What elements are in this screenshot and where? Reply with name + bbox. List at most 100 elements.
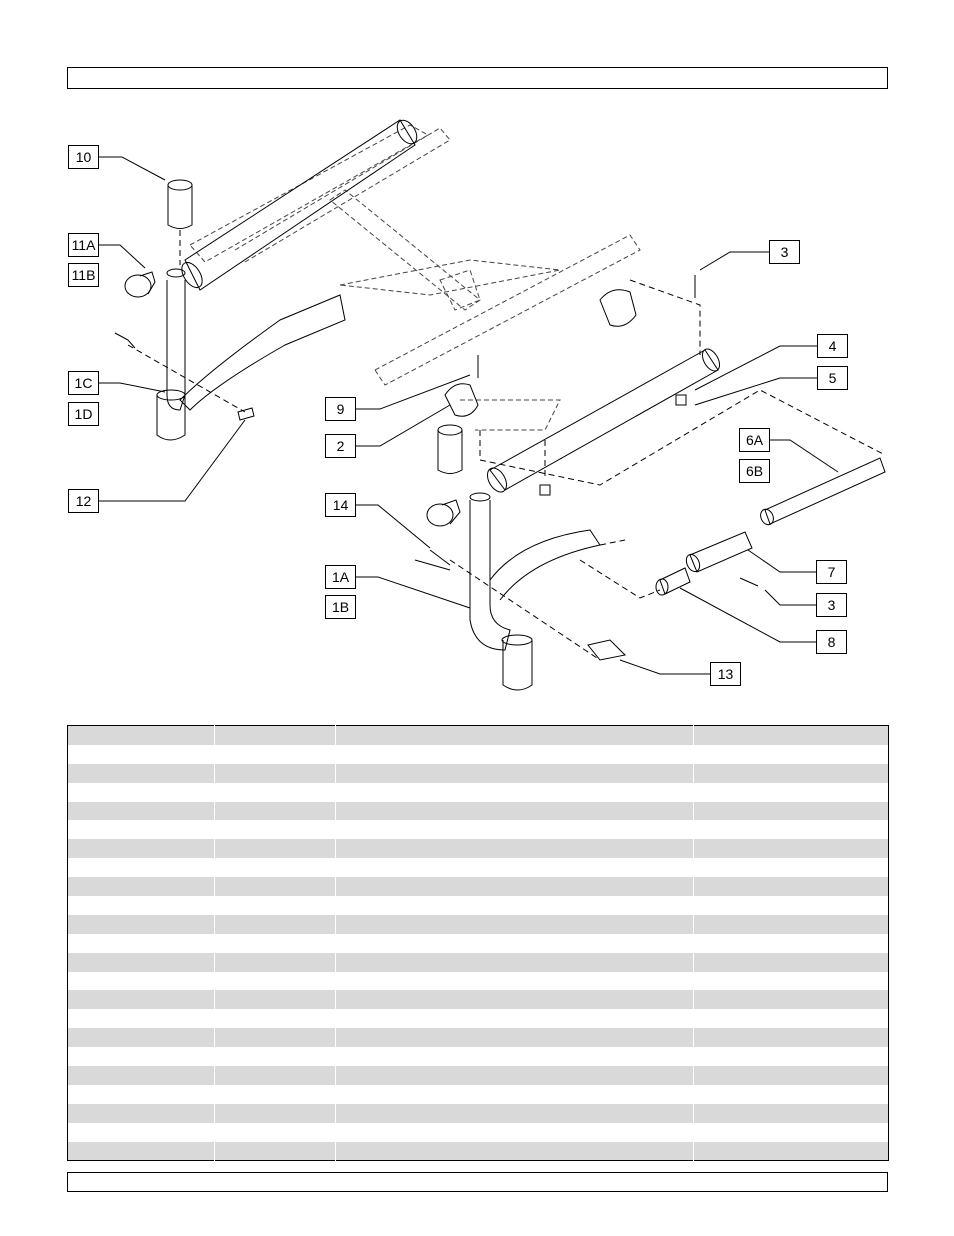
clamp-upper (599, 289, 637, 327)
nut-5 (675, 394, 687, 406)
bolt-3-bottom (739, 577, 759, 587)
bolt-14b (414, 559, 451, 571)
table-cell (693, 1103, 889, 1123)
table-cell (214, 1009, 336, 1029)
table-cell (693, 1009, 889, 1029)
table-cell (693, 1122, 889, 1142)
table-cell (335, 1066, 694, 1085)
callout-2: 2 (325, 434, 356, 458)
table-cell (335, 1028, 694, 1048)
table-cell (335, 820, 694, 840)
arm-socket-cup-right (437, 424, 463, 474)
table-cell (214, 763, 336, 783)
table-row (67, 1084, 889, 1104)
left-post (166, 268, 186, 411)
table-row (67, 896, 889, 915)
table-cell (335, 1047, 694, 1067)
table-cell (693, 763, 889, 783)
table-row (67, 1122, 889, 1142)
table-cell (335, 801, 694, 821)
table-cell (214, 990, 336, 1010)
callout-1c: 1C (68, 371, 99, 395)
sleeve-7 (685, 531, 753, 573)
callout-10: 10 (68, 145, 99, 169)
table-cell (67, 971, 215, 991)
callout-4: 4 (817, 334, 848, 358)
table-cell (214, 1122, 336, 1142)
table-cell (67, 1103, 215, 1123)
table-cell (214, 1047, 336, 1067)
table-cell (214, 1141, 336, 1161)
table-cell (214, 782, 336, 802)
table-row (67, 820, 889, 840)
table-row (67, 877, 889, 897)
right-main-tube (487, 348, 721, 493)
table-cell (67, 1009, 215, 1029)
table-cell (335, 952, 694, 972)
footer-bar (67, 1172, 888, 1192)
table-cell (67, 1122, 215, 1142)
table-row (67, 971, 889, 991)
table-row (67, 1103, 889, 1123)
table-cell (67, 858, 215, 878)
table-cell (67, 990, 215, 1010)
table-cell (67, 1028, 215, 1048)
callout-9: 9 (325, 397, 356, 421)
callout-3-top: 3 (769, 240, 800, 264)
table-row (67, 858, 889, 878)
table-cell (67, 952, 215, 972)
callout-11b: 11B (68, 263, 99, 287)
table-cell (67, 1141, 215, 1161)
table-cell (335, 1122, 694, 1142)
table-cell (693, 744, 889, 764)
table-cell (67, 1047, 215, 1067)
table-cell (335, 839, 694, 859)
table-cell (67, 801, 215, 821)
callout-6a: 6A (739, 428, 770, 452)
exploded-parts-diagram (99, 119, 886, 691)
callout-14: 14 (325, 493, 356, 517)
callout-13: 13 (710, 662, 741, 686)
table-row (67, 763, 889, 783)
table-cell (335, 782, 694, 802)
table-cell (335, 763, 694, 783)
leader-lines (99, 156, 839, 675)
plug-8 (655, 567, 691, 596)
clamp-2 (444, 383, 479, 417)
table-row (67, 933, 889, 953)
table-cell (214, 858, 336, 878)
table-cell (335, 877, 694, 897)
table-row (67, 839, 889, 859)
table-cell (214, 877, 336, 897)
dash-guides (127, 230, 886, 661)
lock-13 (587, 639, 627, 661)
callout-5: 5 (817, 366, 848, 390)
table-cell (693, 782, 889, 802)
table-row (67, 1009, 889, 1029)
knob-left (124, 271, 156, 298)
table-cell (693, 914, 889, 934)
table-row (67, 990, 889, 1010)
table-cell (335, 971, 694, 991)
table-cell (67, 896, 215, 915)
table-cell (67, 820, 215, 840)
table-cell (214, 1028, 336, 1048)
table-row (67, 952, 889, 972)
table-cell (214, 839, 336, 859)
table-cell (67, 763, 215, 783)
table-cell (693, 839, 889, 859)
callout-7: 7 (816, 560, 847, 584)
screw-left (114, 332, 136, 349)
table-cell (693, 933, 889, 953)
table-cell (214, 801, 336, 821)
callout-1a: 1A (325, 565, 356, 589)
table-cell (214, 952, 336, 972)
table-cell (214, 896, 336, 915)
table-row (67, 914, 889, 934)
table-cell (693, 820, 889, 840)
table-cell (214, 820, 336, 840)
table-cell (693, 1047, 889, 1067)
right-socket (501, 634, 533, 691)
table-cell (335, 990, 694, 1010)
left-seat-rail (179, 294, 346, 411)
